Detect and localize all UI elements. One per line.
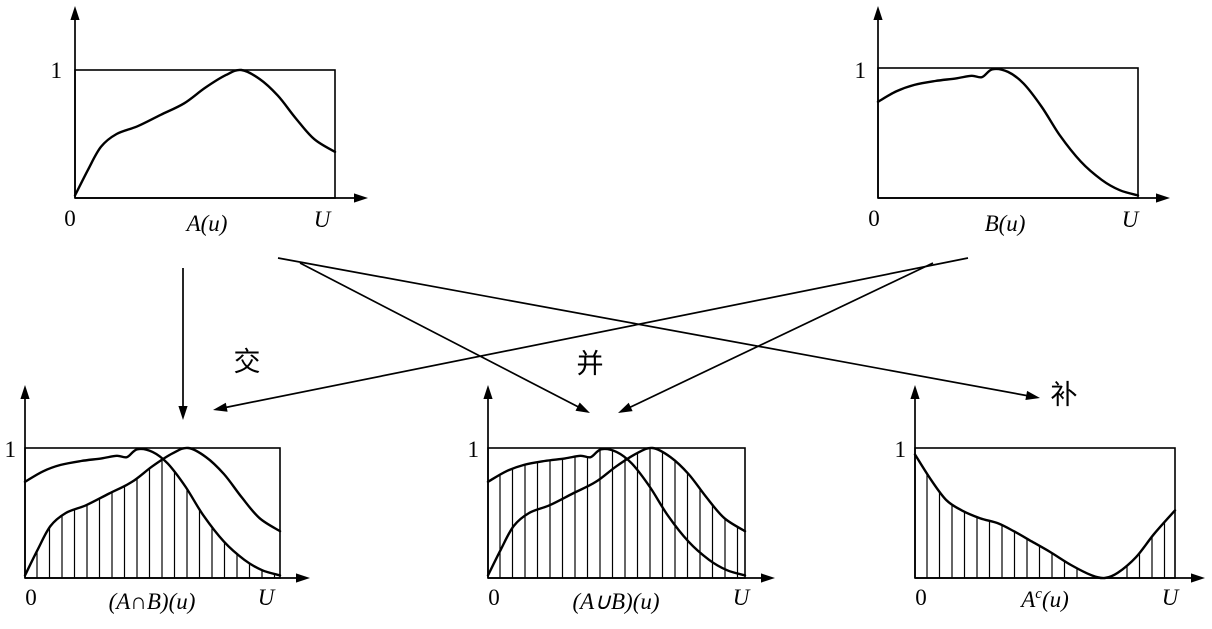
arrow-a-to-complement	[277, 257, 1034, 398]
plot-inter-zero-label: 0	[25, 585, 37, 610]
plot-intersection: 1 0 (A∩B)(u) U	[5, 385, 310, 614]
curve-A	[23, 446, 282, 577]
plot-b-zero-label: 0	[868, 206, 880, 231]
arrow-a-to-union	[299, 262, 585, 411]
plot-a-xlabel: A(u)	[185, 211, 228, 236]
plot-membership-b: 1 0 B(u) U	[855, 6, 1170, 236]
plot-b-u-label: U	[1122, 207, 1140, 232]
plot-a-u-label: U	[314, 207, 332, 232]
plot-union-zero-label: 0	[488, 585, 500, 610]
plot-inter-xlabel: (A∩B)(u)	[109, 589, 196, 614]
plot-box	[487, 447, 746, 579]
plot-union-u-label: U	[733, 585, 751, 610]
curve-Ac	[913, 453, 1177, 580]
plot-comp-zero-label: 0	[915, 585, 927, 610]
curve-B	[486, 447, 747, 577]
plot-inter-one-label: 1	[5, 437, 17, 462]
arrow-b-to-union	[623, 262, 934, 411]
plot-comp-xlabel: Ac(u)	[1019, 586, 1069, 612]
plot-b-xlabel: B(u)	[985, 211, 1026, 236]
curve-A	[486, 446, 747, 577]
complement-op-label: 补	[1051, 380, 1078, 411]
curve-B	[876, 67, 1140, 197]
plot-b-one-label: 1	[855, 58, 867, 83]
plot-box	[877, 67, 1139, 199]
plot-comp-xlabel-suffix: (u)	[1042, 587, 1069, 612]
plot-comp-xlabel-sup: c	[1035, 586, 1042, 602]
plot-box	[74, 69, 336, 199]
curve-A	[73, 68, 337, 197]
arrow-b-to-intersection	[219, 257, 969, 410]
plot-union-one-label: 1	[468, 437, 480, 462]
plot-box	[24, 447, 281, 579]
intersection-op-label: 交	[234, 347, 261, 378]
arrow-b-to-intersection-head	[213, 402, 228, 412]
hatch-lines	[499, 448, 739, 578]
plot-union-xlabel: (A∪B)(u)	[572, 589, 659, 614]
plot-inter-u-label: U	[258, 585, 276, 610]
arrow-a-to-complement-head	[1025, 390, 1040, 400]
curve-B	[23, 447, 282, 577]
hatch-lines	[926, 473, 1166, 578]
plot-a-one-label: 1	[51, 58, 63, 83]
plot-box	[914, 447, 1176, 579]
arrow-a-to-union-head	[575, 402, 590, 413]
mapping-arrows: 交 并 补	[178, 257, 1078, 420]
plot-comp-xlabel-base: A	[1019, 587, 1036, 612]
plot-comp-one-label: 1	[895, 437, 907, 462]
union-op-label: 并	[577, 349, 604, 380]
hatch-lines	[36, 460, 276, 578]
plot-union: 1 0 (A∪B)(u) U	[468, 385, 775, 614]
plot-complement: 1 0 Ac(u) U	[895, 385, 1205, 612]
arrow-b-to-union-head	[618, 402, 633, 413]
plot-membership-a: 1 0 A(u) U	[51, 6, 368, 236]
plot-a-zero-label: 0	[64, 206, 76, 231]
plot-comp-u-label: U	[1162, 585, 1180, 610]
